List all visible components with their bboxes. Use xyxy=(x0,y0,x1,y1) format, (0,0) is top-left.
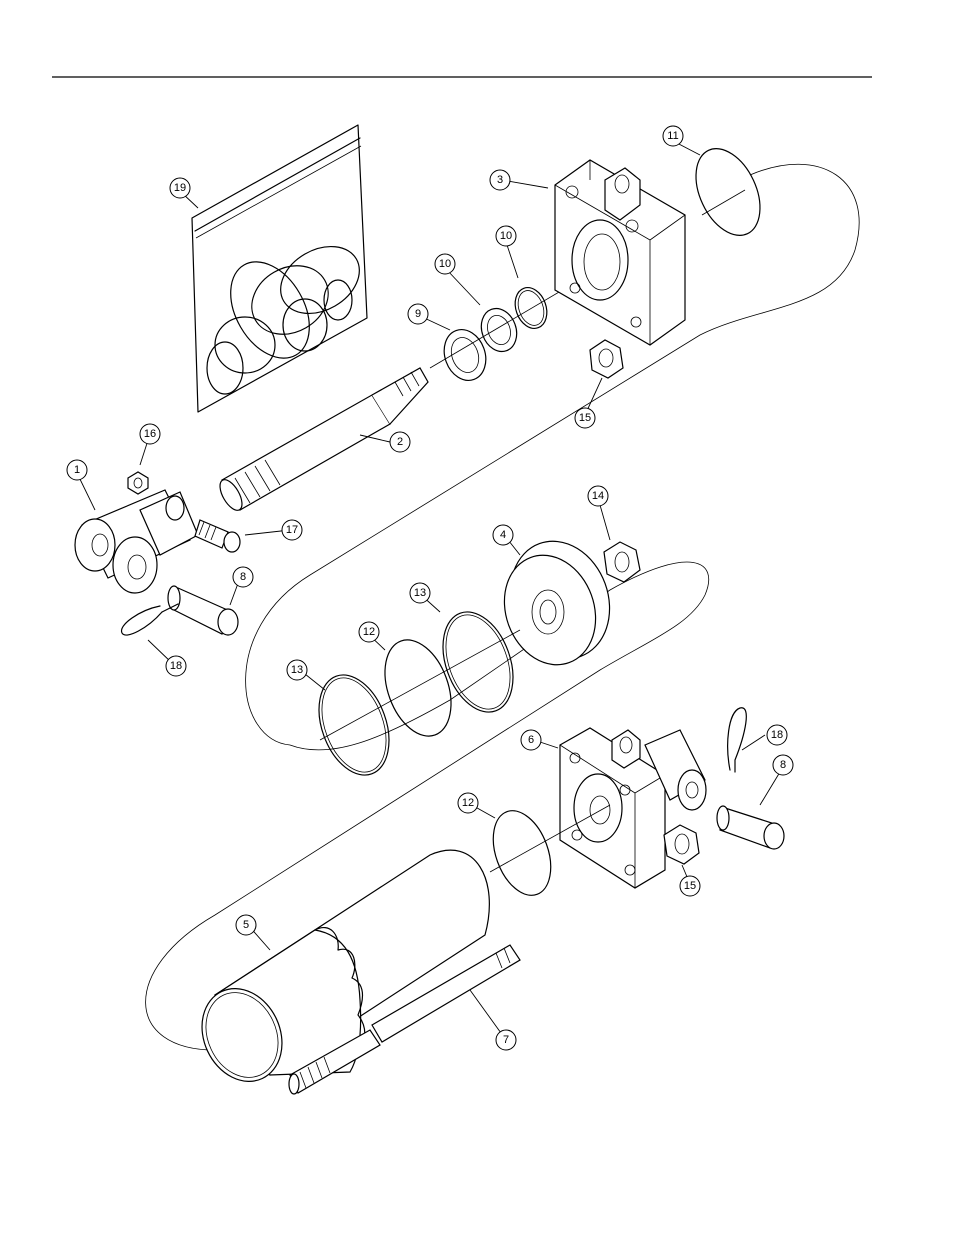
svg-text:2: 2 xyxy=(397,436,403,448)
callout-16: 16 xyxy=(139,423,161,445)
callout-19: 19 xyxy=(169,177,191,199)
callout-11: 10 xyxy=(434,253,456,275)
callout-3: 3 xyxy=(489,169,511,191)
piston xyxy=(503,540,611,666)
base-end-cap xyxy=(559,727,707,889)
svg-text:5: 5 xyxy=(243,919,249,931)
rod-wiper-seal xyxy=(443,329,487,381)
piston-seal-inner xyxy=(318,674,390,776)
callout-12-upper: 11 xyxy=(662,125,684,147)
cylinder-tube xyxy=(201,849,490,1082)
callout-6: 6 xyxy=(520,729,542,751)
tie-rod-nut-lower xyxy=(663,824,700,865)
piston-o-ring xyxy=(384,639,452,737)
svg-text:13: 13 xyxy=(291,664,303,676)
svg-text:12: 12 xyxy=(462,797,474,809)
rod-end-cap xyxy=(554,159,686,346)
callout-15-lower: 15 xyxy=(679,875,701,897)
svg-text:13: 13 xyxy=(414,587,426,599)
callout-13-lower: 13 xyxy=(286,659,308,681)
callout-1: 1 xyxy=(66,459,88,481)
svg-text:12: 12 xyxy=(363,626,375,638)
clevis-nut xyxy=(127,471,149,495)
tie-rod xyxy=(288,944,521,1095)
svg-text:18: 18 xyxy=(170,660,182,672)
callout-15-upper: 15 xyxy=(574,407,596,429)
svg-text:7: 7 xyxy=(503,1034,509,1046)
clevis-pin-lower xyxy=(716,805,785,850)
callout-8-upper: 8 xyxy=(232,566,254,588)
callout-18-lower: 18 xyxy=(766,724,788,746)
svg-text:4: 4 xyxy=(500,529,506,541)
clevis-pin-upper xyxy=(167,585,239,636)
callout-12-lower: 12 xyxy=(457,792,479,814)
callout-14: 14 xyxy=(587,485,609,507)
clevis-bolt xyxy=(194,519,241,553)
svg-text:18: 18 xyxy=(771,729,783,741)
callout-7: 7 xyxy=(495,1029,517,1051)
svg-text:8: 8 xyxy=(780,759,786,771)
assembly-guideline xyxy=(145,163,860,1051)
svg-text:11: 11 xyxy=(667,130,678,142)
svg-text:3: 3 xyxy=(497,174,503,186)
svg-text:10: 10 xyxy=(500,230,512,242)
hitch-pin-clip-lower xyxy=(727,707,747,773)
piston-seal-outer xyxy=(442,611,514,713)
callout-8-lower: 8 xyxy=(772,754,794,776)
hitch-pin-clip-upper xyxy=(121,603,179,636)
svg-text:14: 14 xyxy=(592,490,604,502)
callout-2: 2 xyxy=(389,431,411,453)
callout-17: 17 xyxy=(281,519,303,541)
piston-nut xyxy=(603,541,641,583)
cap-o-ring-lower xyxy=(492,810,552,896)
callout-10: 10 xyxy=(495,225,517,247)
svg-text:8: 8 xyxy=(240,571,246,583)
tie-rod-nut-upper xyxy=(589,339,624,379)
svg-text:6: 6 xyxy=(528,734,534,746)
svg-text:1: 1 xyxy=(74,464,80,476)
callout-12-middle: 12 xyxy=(358,621,380,643)
callout-4: 4 xyxy=(492,524,514,546)
svg-text:17: 17 xyxy=(286,524,298,536)
svg-text:16: 16 xyxy=(144,428,156,440)
svg-text:15: 15 xyxy=(579,412,591,424)
callout-5: 5 xyxy=(235,914,257,936)
piston-rod xyxy=(219,367,429,511)
callout-9: 9 xyxy=(407,303,429,325)
callout-13-upper: 13 xyxy=(409,582,431,604)
callout-18-upper: 18 xyxy=(165,655,187,677)
svg-text:10: 10 xyxy=(439,258,451,270)
clevis xyxy=(74,489,199,594)
svg-text:15: 15 xyxy=(684,880,696,892)
svg-text:19: 19 xyxy=(174,182,186,194)
seal-kit-bag xyxy=(191,124,368,413)
svg-text:9: 9 xyxy=(415,308,421,320)
cap-o-ring-upper xyxy=(695,148,761,236)
rod-o-ring xyxy=(514,287,548,329)
